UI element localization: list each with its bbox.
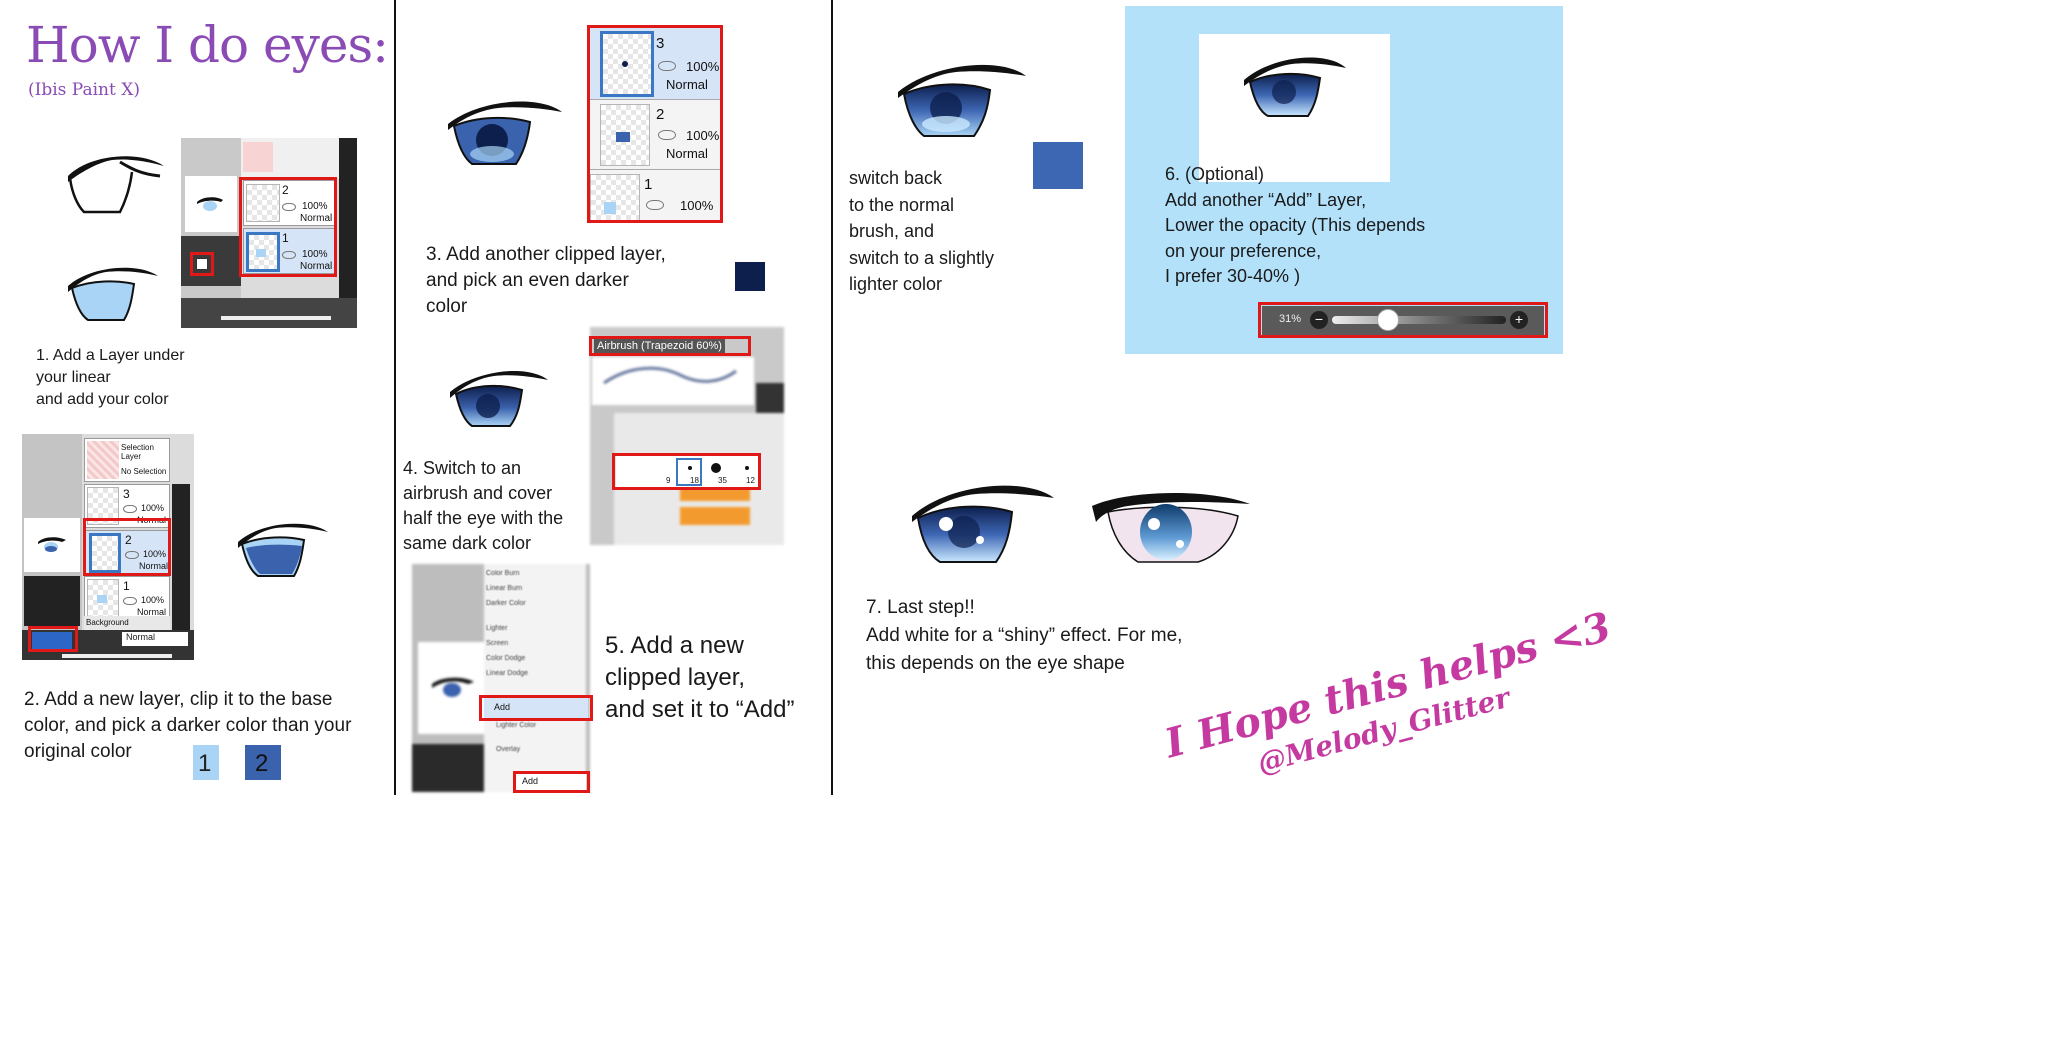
opacity-slider-knob[interactable]	[1377, 309, 1399, 331]
eye-base-color-drawing	[68, 267, 158, 321]
eye-darkest-color-drawing	[448, 101, 562, 165]
step4-caption: 4. Switch to an airbrush and cover half …	[403, 458, 564, 553]
layer-panel-step2: Selection Layer No Selection 3 100% Norm…	[22, 434, 194, 660]
eye-final-drawing-2	[1092, 492, 1250, 563]
eye-optional-drawing	[1244, 57, 1346, 117]
highlight-layer-2	[83, 518, 171, 576]
column-divider-right	[831, 0, 833, 795]
blend-item[interactable]: Darker Color	[486, 600, 526, 607]
eye-darker-color-drawing	[238, 523, 328, 577]
layer-row-1[interactable]: 1 100% Normal	[84, 576, 170, 620]
layer-panel-step3: 3 100% Normal 2 100% Normal 1 100%	[588, 27, 722, 223]
opacity-plus-icon[interactable]: +	[1510, 311, 1528, 329]
highlight-brush-size	[612, 453, 761, 490]
tool-column	[339, 138, 357, 328]
blend-mode-select[interactable]: Normal	[122, 632, 188, 646]
layer-row-3-selected[interactable]: 3 100% Normal	[588, 27, 722, 99]
blend-item[interactable]: Color Burn	[486, 570, 520, 577]
opacity-track[interactable]	[1332, 316, 1506, 324]
step3-caption: 3. Add another clipped layer, and pick a…	[426, 244, 666, 317]
clipping-button[interactable]	[32, 632, 72, 652]
thumbnail-eye-icon	[38, 537, 66, 552]
opacity-minus-icon[interactable]: −	[1310, 311, 1328, 329]
highlight-add-blend-mode	[479, 695, 593, 721]
selection-layer-row[interactable]: Selection Layer No Selection	[84, 438, 170, 482]
blend-mode-menu-panel	[412, 564, 590, 792]
eye-airbrush-drawing	[450, 370, 548, 427]
layer-row-1[interactable]: 1 100%	[588, 169, 722, 223]
brush-size-35: 35	[718, 476, 727, 485]
eye-final-drawing-1	[912, 485, 1054, 563]
highlight-clipping-button	[28, 626, 78, 652]
page-subtitle: (Ibis Paint X)	[28, 80, 140, 100]
blend-item-add-selected[interactable]: Add	[484, 698, 588, 718]
brush-stroke-preview	[603, 366, 737, 385]
step6-caption: 6. (Optional) Add another “Add” Layer, L…	[1165, 164, 1426, 286]
blend-item[interactable]: Linear Dodge	[486, 670, 529, 677]
highlight-layers	[239, 177, 337, 277]
swatch-mid-blue	[245, 745, 281, 780]
brush-size-12: 12	[746, 476, 755, 485]
opacity-bar[interactable]	[221, 316, 331, 320]
column-divider-left	[394, 0, 396, 795]
opacity-bar[interactable]	[62, 654, 172, 658]
swatch-lighter-blue	[1033, 142, 1083, 189]
page-title: How I do eyes:	[26, 16, 389, 74]
layer-row-2[interactable]: 2 100% Normal	[588, 99, 722, 169]
tool-column	[172, 484, 190, 634]
highlight-add-layer-button	[190, 252, 214, 276]
thumbnail-eye-icon	[197, 197, 223, 211]
background-layer-label: Background	[86, 618, 129, 627]
highlight-layer-stack	[587, 25, 723, 223]
brush-size-9: 9	[666, 476, 671, 485]
brush-size-18: 18	[690, 476, 699, 485]
layer-row-2[interactable]: 2 100% Normal	[243, 180, 337, 226]
blend-item[interactable]: Color Dodge	[486, 655, 526, 662]
layer-row-2-selected[interactable]: 2 100% Normal	[84, 530, 170, 574]
blend-item[interactable]: Screen	[486, 640, 509, 647]
thumbnail-eye-icon	[432, 677, 474, 697]
step7-caption: 7. Last step!! Add white for a “shiny” e…	[866, 597, 1183, 674]
swatch-base-light-blue	[193, 745, 219, 780]
blend-item[interactable]: Overlay	[496, 746, 521, 753]
add-layer-icon[interactable]	[196, 258, 208, 270]
highlight-blend-select	[513, 771, 590, 793]
step2-caption: 2. Add a new layer, clip it to the base …	[24, 689, 352, 762]
highlight-opacity-slider	[1258, 302, 1548, 338]
brush-name-label: Airbrush (Trapezoid 60%)	[594, 339, 725, 353]
blend-item[interactable]: Linear Burn	[486, 585, 523, 592]
swatch-dark-navy	[735, 262, 765, 291]
eye-add-layer-drawing	[898, 64, 1026, 137]
eye-lineart-drawing	[68, 156, 164, 214]
swatch-label-2: 2	[255, 750, 269, 777]
brush-size-row[interactable]	[616, 456, 760, 488]
highlight-brush-name	[589, 336, 751, 356]
blend-mode-select-add[interactable]: Add	[516, 774, 586, 790]
blend-mode-list: Color Burn Linear Burn Darker Color Ligh…	[486, 566, 586, 681]
opacity-value-label: 31%	[1279, 313, 1302, 325]
swatch-label-1: 1	[198, 750, 212, 777]
step5-caption: 5. Add a new clipped layer, and set it t…	[605, 632, 795, 723]
brush-size-selected[interactable]	[676, 458, 702, 486]
blend-item[interactable]: Lighter Color	[496, 722, 537, 729]
layer-row-1[interactable]: 1 100% Normal	[243, 228, 337, 274]
step5b-caption: switch back to the normal brush, and swi…	[849, 168, 995, 294]
step1-caption: 1. Add a Layer under your linear and add…	[36, 347, 185, 408]
blend-item[interactable]: Lighter	[486, 625, 508, 632]
brush-panel	[590, 327, 784, 545]
